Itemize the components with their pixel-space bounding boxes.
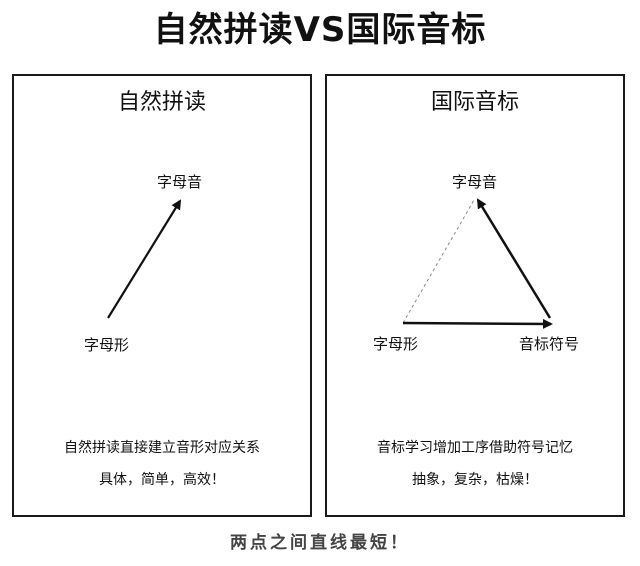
phonics-desc-line1: 自然拼读直接建立音形对应关系 xyxy=(64,440,260,456)
phonics-desc-line2: 具体，简单，高效！ xyxy=(99,472,225,488)
node-letter-shape: 字母形 xyxy=(84,336,130,354)
node-letter-sound: 字母音 xyxy=(452,173,498,191)
panel-title-ipa: 国际音标 xyxy=(430,90,519,115)
panel-phonics: 自然拼读 字母音 字母形 自然拼读直接建立音形对应关系 具体，简单，高效！ xyxy=(12,74,312,517)
main-title: 自然拼读VS国际音标 xyxy=(153,10,487,50)
arrow-symbol-to-sound xyxy=(476,198,552,319)
dashed-line-shape-to-sound xyxy=(402,199,475,324)
phonics-arrow-diagram xyxy=(107,199,182,319)
node-phonetic-symbol: 音标符号 xyxy=(519,335,580,353)
node-letter-sound: 字母音 xyxy=(157,173,203,191)
panel-title-phonics: 自然拼读 xyxy=(117,90,206,115)
ipa-triangle-diagram xyxy=(402,198,553,329)
arrow-shape-to-symbol xyxy=(402,318,553,329)
ipa-desc-line1: 音标学习增加工序借助符号记忆 xyxy=(377,440,573,456)
ipa-desc-line2: 抽象，复杂，枯燥！ xyxy=(412,472,538,488)
node-letter-shape: 字母形 xyxy=(373,335,419,353)
arrow-shape-to-sound xyxy=(107,199,182,319)
footer-slogan: 两点之间直线最短！ xyxy=(230,533,410,553)
panel-ipa: 国际音标 字母音 字母形 音标符号 音标学习增加工序借助符号记忆 抽象，复杂，枯… xyxy=(325,74,625,517)
